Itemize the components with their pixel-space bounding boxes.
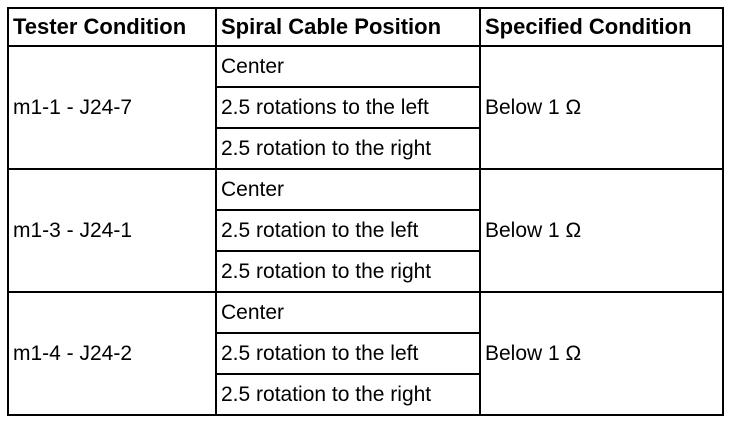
cable-position-cell: 2.5 rotation to the left	[215, 209, 481, 252]
header-spiral-cable-position: Spiral Cable Position	[215, 7, 481, 47]
header-tester-condition: Tester Condition	[7, 7, 217, 47]
header-row: Tester Condition Spiral Cable Position S…	[7, 7, 724, 47]
table-row: 2.5 rotation to the right	[8, 373, 723, 416]
table-row: 2.5 rotation to the right	[8, 250, 723, 293]
specified-condition-cell: Below 1 Ω	[479, 291, 724, 416]
spiral-cable-spec-table: Tester Condition Spiral Cable Position S…	[7, 7, 724, 416]
cable-position-cell: Center	[215, 291, 481, 334]
spec-table-container: Tester Condition Spiral Cable Position S…	[7, 7, 724, 416]
cable-position-cell: Center	[215, 168, 481, 211]
table-row: 2.5 rotation to the right	[8, 127, 723, 170]
cable-position-cell: 2.5 rotation to the right	[215, 250, 481, 293]
table-row: 2.5 rotation to the left	[8, 209, 723, 252]
cable-position-cell: 2.5 rotation to the right	[215, 373, 481, 416]
table-row: m1-3 - J24-1 Center Below 1 Ω	[7, 168, 724, 293]
table-row: m1-1 - J24-7 Center Below 1 Ω	[7, 45, 724, 170]
tester-condition-cell: m1-1 - J24-7	[7, 45, 217, 170]
table-row: m1-4 - J24-2 Center Below 1 Ω	[7, 291, 724, 416]
table-row: 2.5 rotation to the left	[8, 332, 723, 375]
tester-condition-cell: m1-4 - J24-2	[7, 291, 217, 416]
specified-condition-cell: Below 1 Ω	[479, 45, 724, 170]
cable-position-cell: 2.5 rotations to the left	[215, 86, 481, 129]
specified-condition-cell: Below 1 Ω	[479, 168, 724, 293]
cable-position-cell: 2.5 rotation to the left	[215, 332, 481, 375]
tester-condition-cell: m1-3 - J24-1	[7, 168, 217, 293]
cable-position-cell: Center	[215, 45, 481, 88]
cable-position-cell: 2.5 rotation to the right	[215, 127, 481, 170]
table-row: 2.5 rotations to the left	[8, 86, 723, 129]
header-specified-condition: Specified Condition	[479, 7, 724, 47]
